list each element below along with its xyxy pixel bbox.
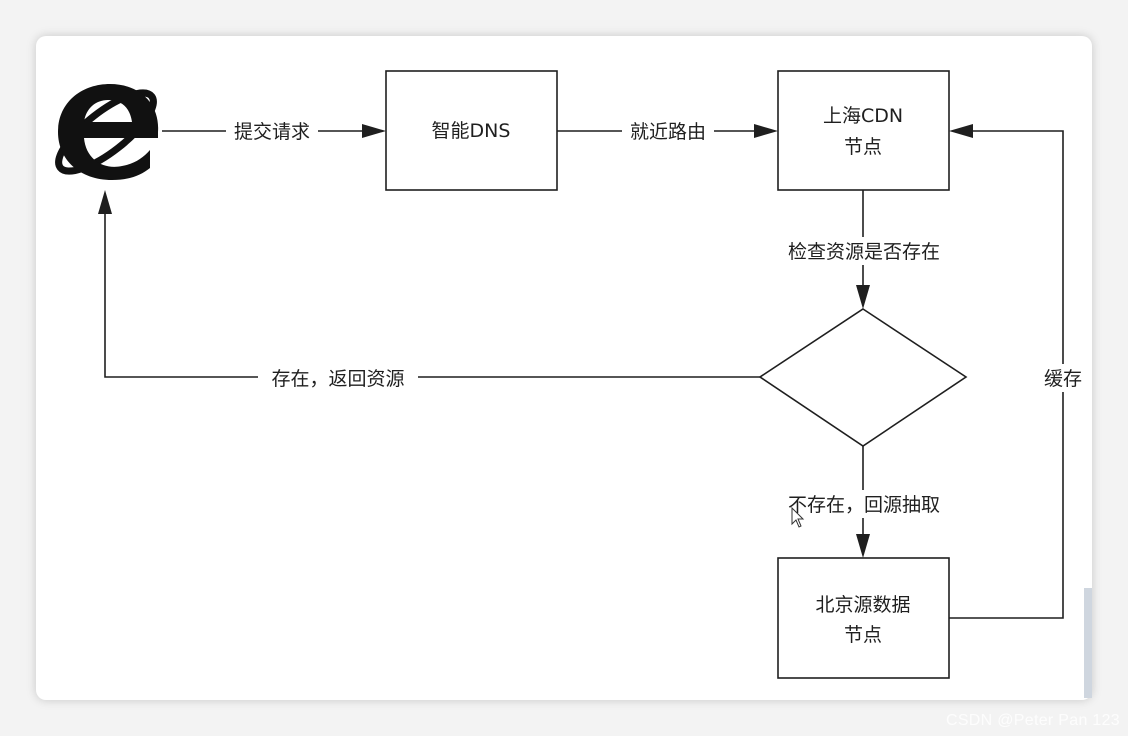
smart-dns-node: 智能DNS — [385, 70, 558, 191]
edge-label-not-exists-fetch: 不存在，回源抽取 — [788, 494, 940, 516]
edge-not-exists-fetch: 不存在，回源抽取 — [773, 446, 955, 558]
decision-node — [758, 308, 968, 447]
smart-dns-label: 智能DNS — [432, 120, 511, 142]
smart-dns-box — [385, 70, 558, 191]
edge-label-exists-return: 存在，返回资源 — [271, 368, 404, 390]
edge-check-resource: 检查资源是否存在 — [773, 190, 955, 309]
shanghai-cdn-box — [777, 70, 950, 191]
edge-label-nearby-routing: 就近路由 — [630, 121, 706, 143]
browser-node — [55, 84, 159, 180]
resource-exists-diamond — [758, 308, 968, 447]
arrow-head — [856, 285, 870, 309]
arrow-head — [362, 124, 386, 138]
shanghai-cdn-label-line1: 上海CDN — [823, 105, 903, 127]
edge-cache: 缓存 — [949, 124, 1086, 619]
edge-exists-return: 存在，返回资源 — [98, 190, 760, 392]
shanghai-cdn-label-line2: 节点 — [844, 136, 882, 158]
csdn-watermark: CSDN @Peter Pan 123 — [945, 712, 1120, 729]
arrow-head — [856, 534, 870, 558]
beijing-origin-node: 北京源数据 节点 — [777, 557, 950, 679]
beijing-origin-label-line1: 北京源数据 — [815, 594, 910, 616]
side-scroll-tab[interactable] — [1084, 588, 1092, 698]
edge-label-cache: 缓存 — [1044, 368, 1082, 390]
edge-submit-request: 提交请求 — [162, 118, 386, 144]
edge-label-submit-request: 提交请求 — [234, 121, 310, 143]
shanghai-cdn-node: 上海CDN 节点 — [777, 70, 950, 191]
beijing-origin-label-line2: 节点 — [844, 624, 882, 646]
arrow-head — [754, 124, 778, 138]
edge-label-check-resource: 检查资源是否存在 — [788, 241, 940, 263]
internet-explorer-icon — [55, 84, 159, 180]
beijing-origin-box — [777, 557, 950, 679]
edge-nearby-routing: 就近路由 — [557, 118, 778, 144]
arrow-head — [98, 190, 112, 214]
mouse-cursor-icon — [791, 506, 805, 528]
arrow-head — [949, 124, 973, 138]
